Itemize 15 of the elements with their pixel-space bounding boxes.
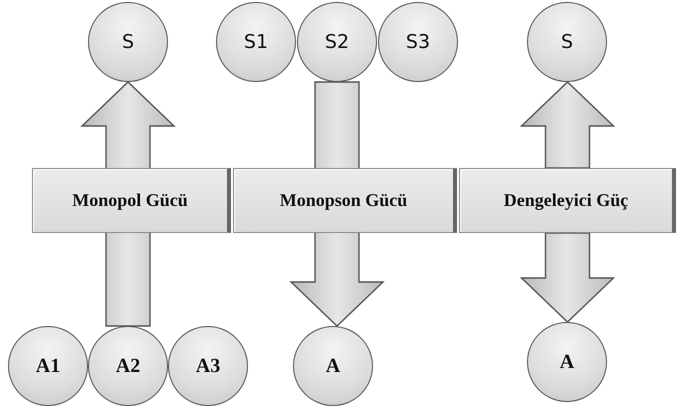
circle-node: A1 xyxy=(8,326,88,406)
label-band: Monopson Gücü xyxy=(233,168,457,233)
circle-node: A xyxy=(527,322,607,402)
circle-node: S2 xyxy=(297,2,377,82)
circle-node: A3 xyxy=(168,326,248,406)
block-arrow xyxy=(520,232,616,323)
circle-node: A xyxy=(293,326,373,406)
circle-node: S xyxy=(88,2,168,82)
circle-node: S xyxy=(527,2,607,82)
label-band: Dengeleyici Güç xyxy=(459,168,676,233)
block-arrow xyxy=(520,81,616,169)
circle-node: A2 xyxy=(88,326,168,406)
circle-node: S1 xyxy=(216,2,296,82)
label-band: Monopol Gücü xyxy=(32,168,231,233)
circle-node: S3 xyxy=(378,2,458,82)
